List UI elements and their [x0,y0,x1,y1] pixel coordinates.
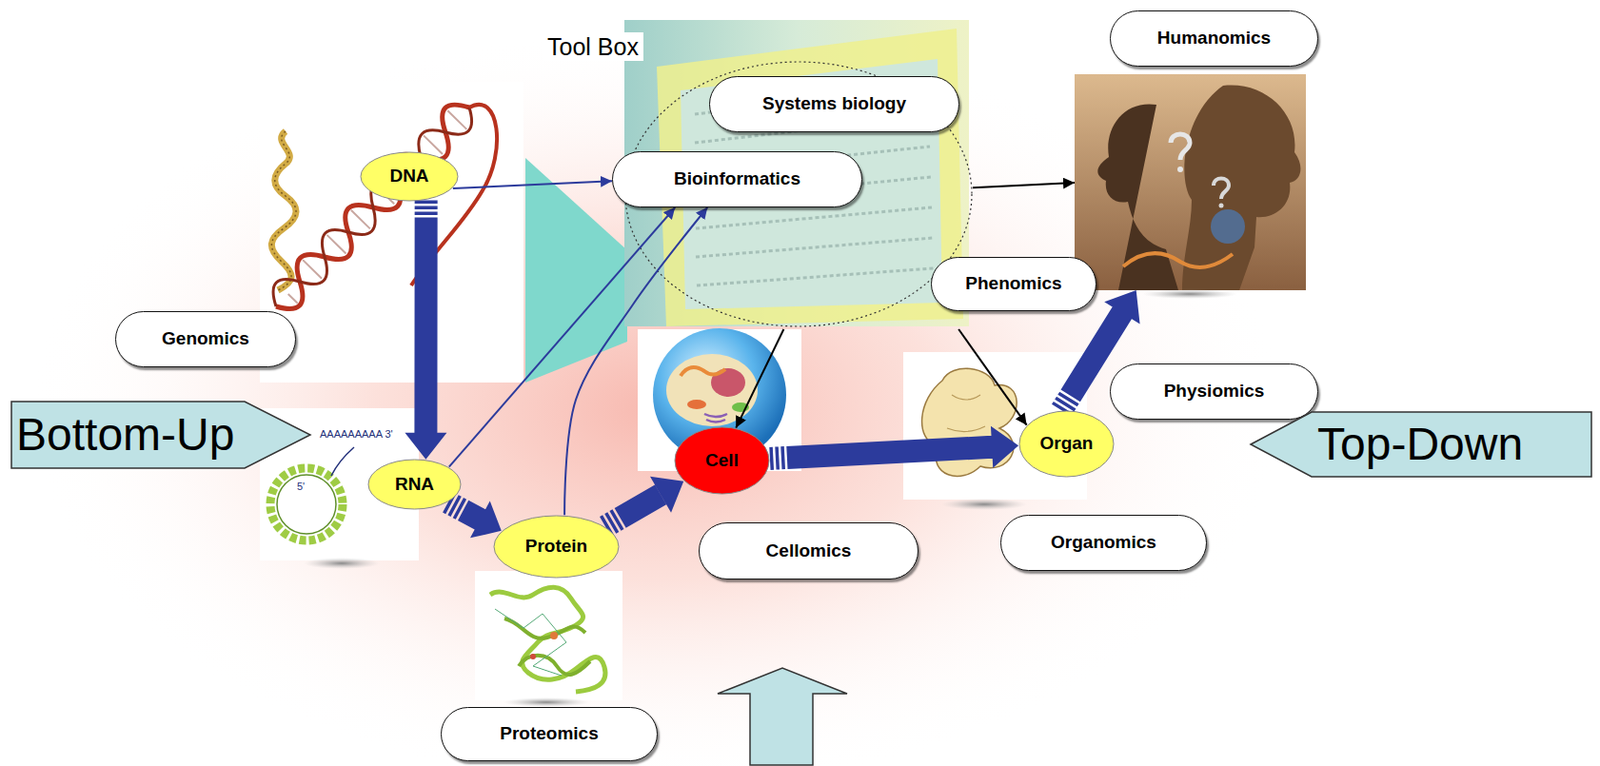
connector-arrow [958,329,1027,426]
sequence-label: AAAAAAAAA 3' [318,428,395,441]
flow-arrow [599,476,684,537]
node-label: Humanomics [1109,10,1319,67]
level-ellipse: Cell [673,426,771,495]
rna-ring [270,468,343,541]
level-ellipse: Organ [1018,410,1115,478]
cell-cutaway [666,354,758,427]
picture-shadow [941,498,1028,511]
connector-arrow [735,329,784,429]
picture-shadow [1142,289,1238,299]
spotlight-triangle [525,158,628,383]
node-label: Genomics [161,328,250,351]
protein-atom [530,653,536,660]
head-silhouette [1097,103,1179,291]
node-label: DNA [389,165,429,188]
protein-ribbon [504,618,591,675]
ellipse-shape [1019,411,1114,477]
cell-organelle [687,399,707,410]
topic-pill: Proteomics [440,707,658,762]
question-mark [1219,203,1225,209]
node-label: Phenomics [965,273,1062,296]
toolbox-region: Tool BoxSystems biologyBioinformatics [538,22,973,330]
level-ellipse: DNA [359,151,459,202]
swirl [1123,253,1233,268]
humanomics-panel: Humanomics [1074,10,1319,291]
cell-organelle [704,414,728,423]
question-mark [1170,134,1190,160]
node-label: Physiomics [1164,380,1265,403]
dna-strand [273,107,473,307]
toolbox-picture [624,19,969,327]
direction-arrow: Top-Down [1249,411,1593,478]
ellipse-shape [674,427,770,494]
ellipse-shape [368,459,461,510]
node-label: Systems biology [762,93,907,116]
connector-arrow [972,182,1075,188]
node-label: Cell [705,450,739,473]
globe [1210,209,1245,244]
heads-picture [1074,74,1306,291]
sequence-label: 5' [296,480,306,494]
head-silhouette [1182,85,1301,291]
connector-arrow [453,180,613,189]
picture-ground [474,571,623,701]
arrow-shape [11,401,311,469]
node-label: Bioinformatics [673,168,801,191]
topic-pill: Organomics [1000,514,1207,572]
picture-shadow [503,697,590,708]
direction-arrow: Bottom-Up [10,400,312,470]
label-anchor: 5' [296,480,306,494]
cell-organelle [680,367,726,376]
topic-pill: Physiomics [1109,363,1319,420]
chromosome-coil [271,131,297,291]
protein-backbone [494,609,567,676]
connector-arrow [449,207,675,468]
topic-pill: Phenomics [930,256,1097,312]
node-label: Protein [525,535,588,558]
topic-pill: Bioinformatics [612,151,863,208]
topic-pill: Cellomics [698,522,919,580]
flow-arrow [404,199,447,459]
chromosome-coil [271,131,297,291]
protein-atom [550,632,558,640]
up-arrow [717,668,848,766]
level-ellipse: Protein [493,514,620,579]
topic-pill: Systems biology [709,76,960,133]
level-ellipse: RNA [367,458,462,511]
node-label: Organomics [1050,532,1157,554]
node-label: Tool Box [542,32,644,61]
node-label: Organ [1040,433,1094,455]
question-mark [1213,178,1229,200]
question-mark [1177,166,1184,173]
node-label: Top-Down [1317,419,1523,471]
node-label: Cellomics [766,540,852,563]
label-anchor: AAAAAAAAA 3' [318,428,395,441]
node-label: Proteomics [499,723,598,746]
poly-a-tail [331,447,355,476]
node-label: RNA [395,474,435,496]
ellipse-shape [493,515,619,578]
ellipse-shape [360,152,458,201]
picture-shadow [303,557,380,570]
rna-ring [276,474,336,534]
protein-ribbon [490,587,606,692]
node-label: Bottom-Up [16,410,235,461]
picture-ground [259,81,524,383]
arrow-shape [1250,412,1592,477]
flow-arrow [769,426,1019,471]
topic-pill: Genomics [115,311,297,368]
